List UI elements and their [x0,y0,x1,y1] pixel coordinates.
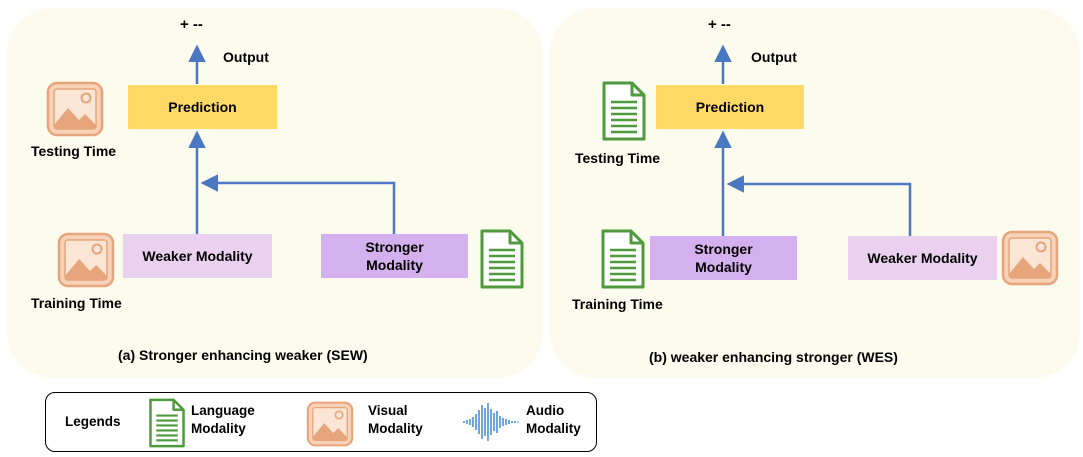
stronger-modality-label-a-line2: Modality [366,257,423,273]
audio-modality-icon [460,401,524,443]
prediction-box-a: Prediction [128,85,277,129]
stronger-modality-label-b-line2: Modality [695,259,752,275]
prediction-label-b: Prediction [695,98,765,115]
weaker-modality-box-a: Weaker Modality [123,234,272,278]
prediction-box-b: Prediction [656,85,804,129]
training-time-label-a: Training Time [31,295,122,311]
stronger-modality-label-a-line1: Stronger [365,238,424,255]
stronger-modality-box-b: Stronger Modality [650,236,797,280]
language-modality-icon [601,80,647,142]
caption-a: (a) Stronger enhancing weaker (SEW) [118,347,368,363]
visual-modality-icon [306,401,354,447]
visual-modality-icon [46,81,104,137]
language-modality-icon [600,228,646,290]
visual-modality-icon [1001,230,1059,286]
testing-time-label-a: Testing Time [31,143,117,159]
output-label-b: Output [751,49,797,65]
weak-to-fusion-arrow-b [726,175,912,236]
sign-label-b: + -- [708,16,731,33]
legend-title: Legends [65,414,121,429]
visual-modality-icon [57,232,115,288]
strong-to-fusion-arrow-a [200,174,396,234]
sign-label-a: + -- [180,16,203,33]
weaker-modality-label-b: Weaker Modality [867,249,978,266]
weaker-modality-box-b: Weaker Modality [848,236,997,280]
panel-a [7,8,543,378]
language-modality-icon [479,228,525,290]
training-time-label-b: Training Time [572,296,663,312]
output-label-a: Output [223,49,269,65]
prediction-label-a: Prediction [168,98,237,115]
caption-b: (b) weaker enhancing stronger (WES) [649,349,898,365]
panel-b [550,8,1080,378]
testing-time-label-b: Testing Time [575,150,661,166]
weaker-modality-label-a: Weaker Modality [142,247,253,264]
language-modality-icon [148,397,186,449]
stronger-modality-label-b-line1: Stronger [694,240,753,257]
stronger-modality-box-a: Stronger Modality [321,234,468,278]
